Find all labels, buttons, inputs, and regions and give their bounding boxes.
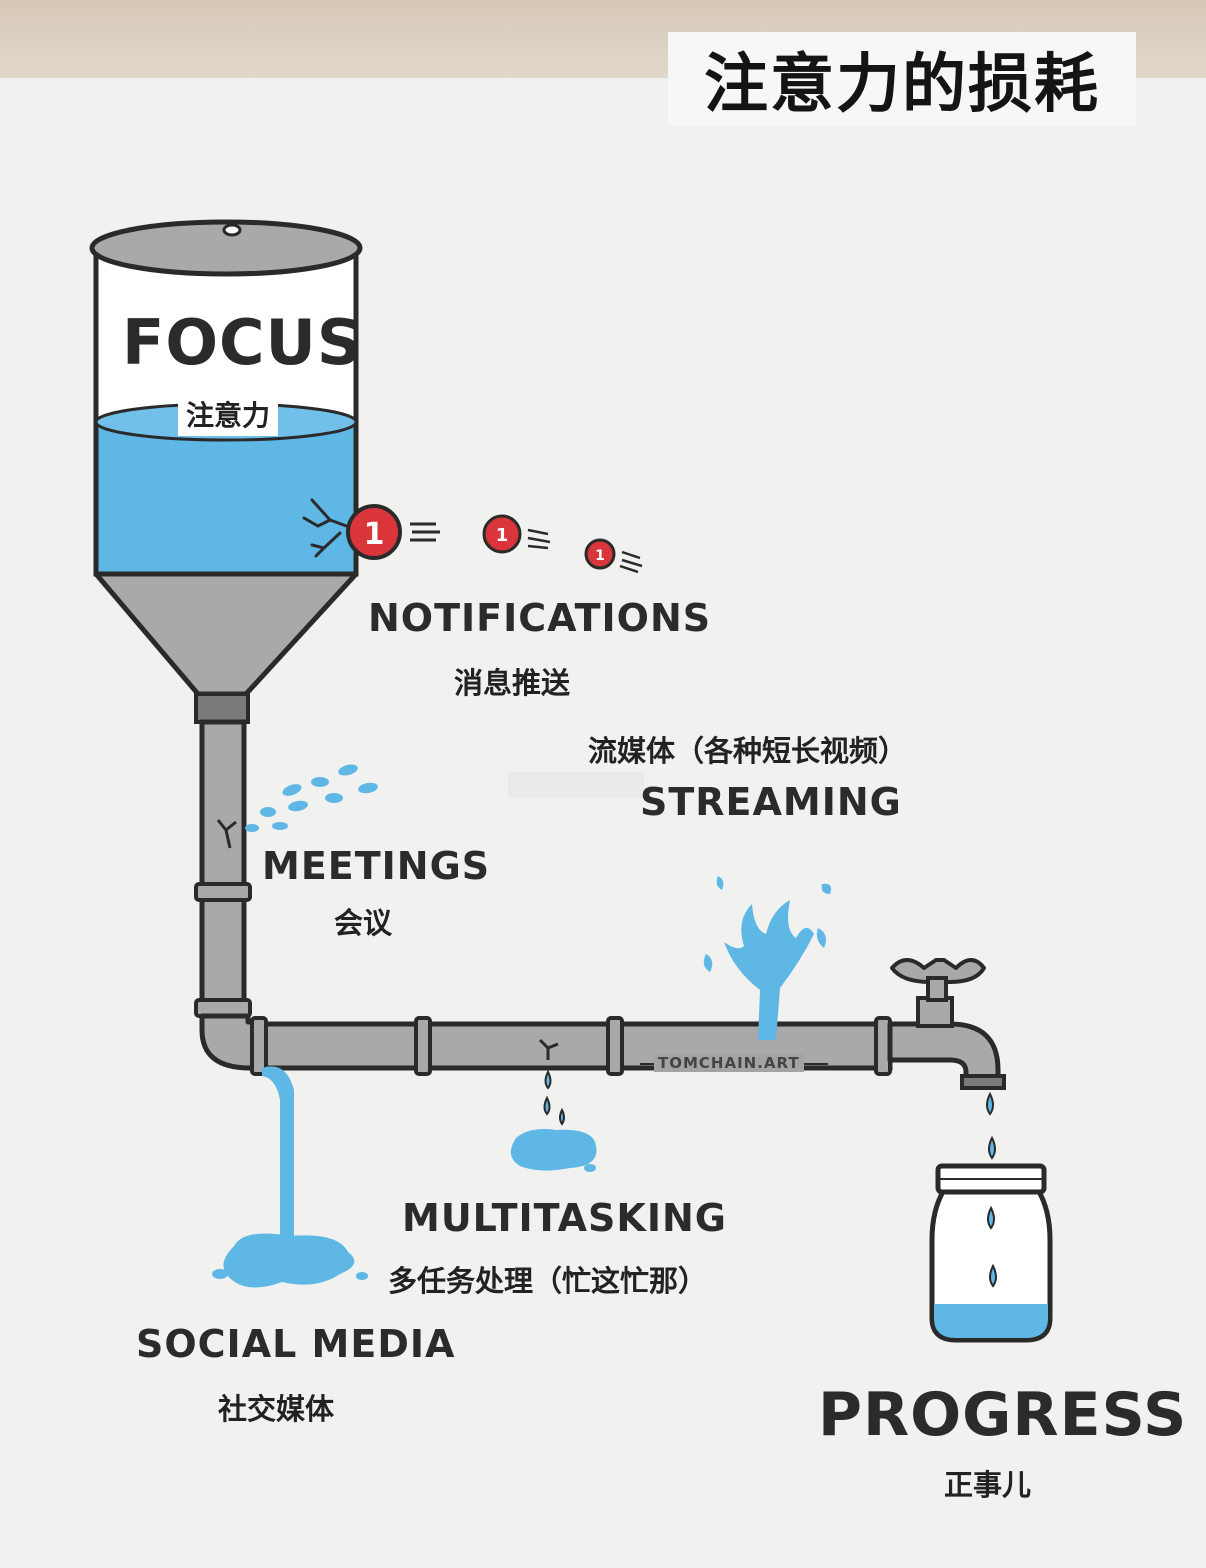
badge-count-small: 1: [595, 548, 605, 564]
title-box: 注意力的损耗: [668, 32, 1136, 126]
social-media-label: SOCIAL MEDIA: [136, 1322, 456, 1366]
faucet-icon: [887, 958, 1006, 1090]
focus-tank: [89, 219, 363, 697]
focus-label-zh: 注意力: [178, 392, 279, 436]
progress-label-zh: 正事儿: [944, 1468, 1032, 1502]
badge-count-medium: 1: [496, 525, 509, 546]
streaming-geyser: [703, 876, 831, 1040]
smudge: [508, 772, 644, 798]
notification-badge-small: 1: [584, 538, 643, 574]
progress-drips: [986, 1091, 997, 1288]
meetings-label-zh: 会议: [334, 906, 393, 940]
progress-label: PROGRESS: [818, 1380, 1188, 1450]
progress-jar-icon: [929, 1163, 1053, 1343]
watermark: TOMCHAIN.ART: [654, 1054, 804, 1072]
focus-label: FOCUS: [122, 306, 363, 379]
notifications-label-zh: 消息推送: [454, 666, 571, 700]
notification-badge-medium: 1: [482, 514, 551, 554]
social-media-leak: [212, 1066, 368, 1288]
vertical-pipe: [194, 692, 252, 1025]
meetings-spray: [245, 764, 378, 832]
social-media-label-zh: 社交媒体: [218, 1392, 335, 1426]
meetings-label: MEETINGS: [262, 844, 491, 888]
badge-count-large: 1: [364, 517, 385, 552]
notification-badge-large: 1: [346, 504, 440, 560]
page-title: 注意力的损耗: [704, 47, 1100, 122]
streaming-label-zh: 流媒体（各种短长视频）: [588, 734, 908, 768]
streaming-label: STREAMING: [640, 780, 902, 824]
crack-icon: [302, 498, 354, 558]
multitasking-label: MULTITASKING: [402, 1196, 727, 1240]
multitasking-drips: [510, 1069, 597, 1172]
multitasking-label-zh: 多任务处理（忙这忙那）: [388, 1264, 708, 1298]
notifications-label: NOTIFICATIONS: [368, 596, 712, 640]
